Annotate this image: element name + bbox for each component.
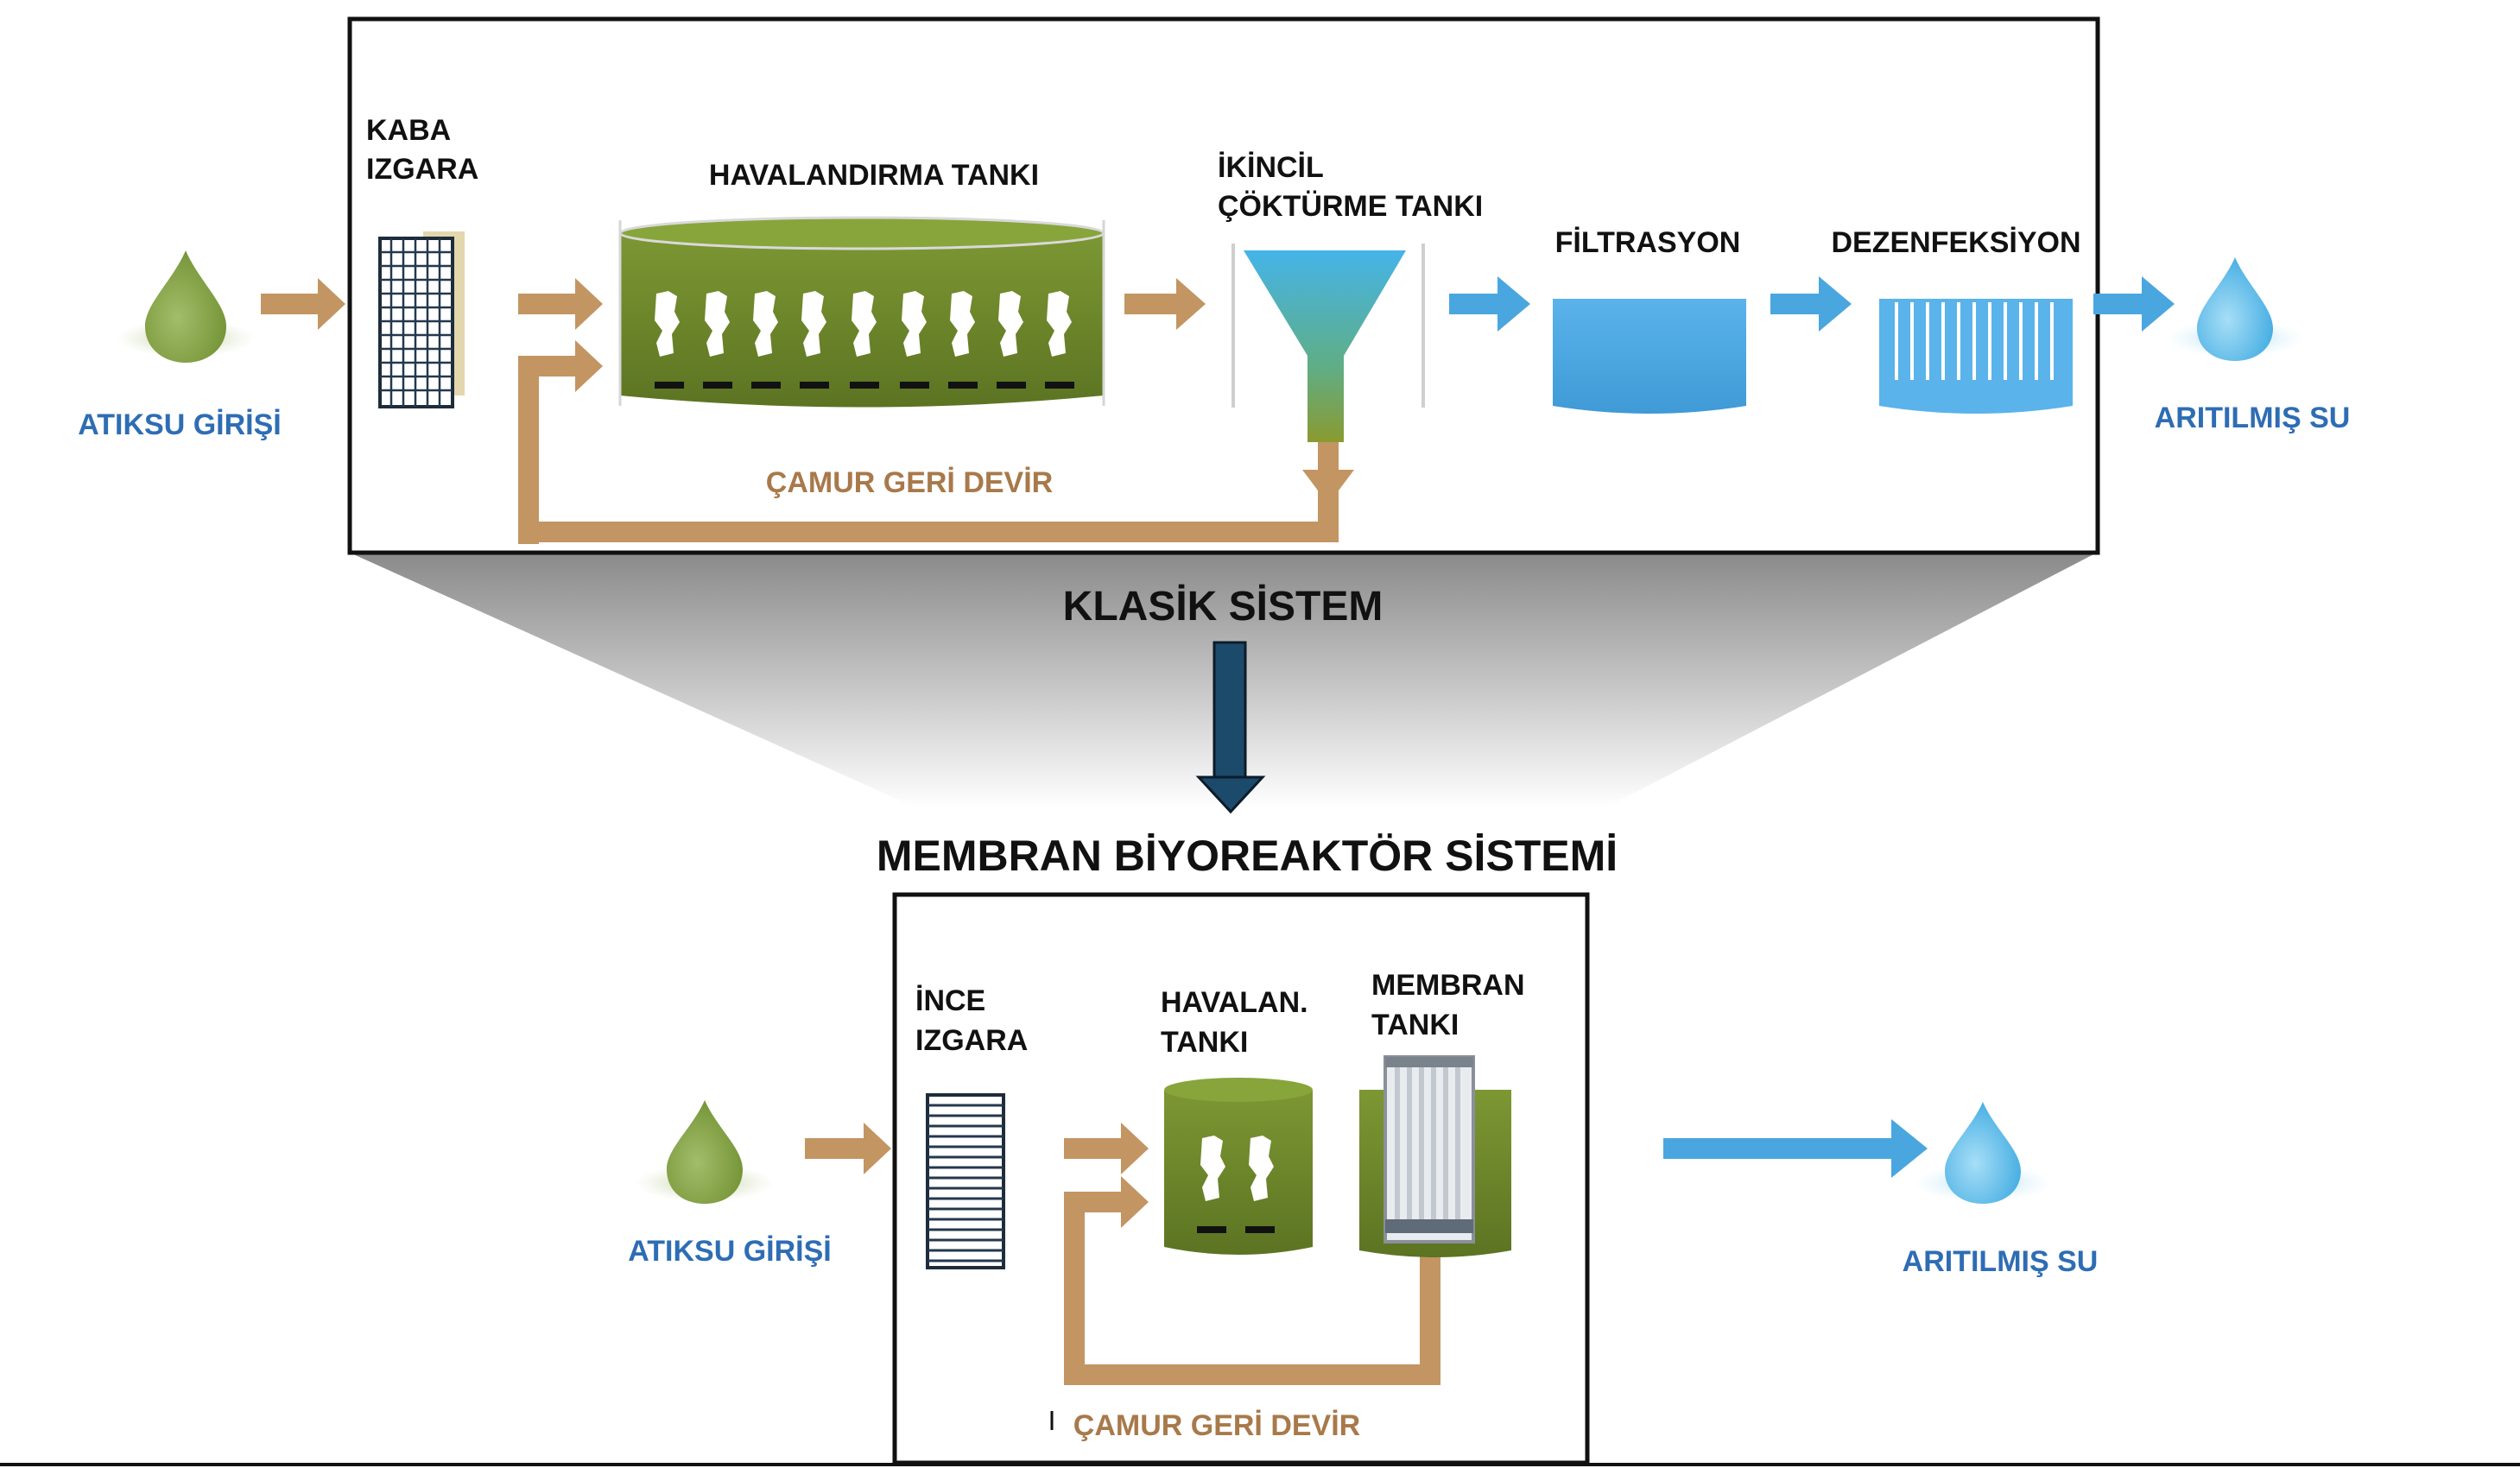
mbr-outlet-drop-icon bbox=[1914, 1102, 2052, 1204]
aeration-tank-icon bbox=[618, 216, 1105, 408]
mbr-outlet-label: ARITILMIŞ SU bbox=[1903, 1245, 2099, 1278]
mbr-outlet-arrow bbox=[1663, 1119, 1928, 1178]
classic-aeration-feed-arrow bbox=[518, 278, 603, 330]
mbr-aeration-tank-label: HAVALAN. TANKI bbox=[1161, 986, 1316, 1059]
classic-system: ATIKSU GİRİŞİ KABA IZGARA bbox=[78, 16, 2351, 555]
membrane-tank-icon bbox=[1359, 1055, 1511, 1257]
mbr-inlet-arrow bbox=[805, 1123, 891, 1174]
filtration-tank-icon bbox=[1553, 299, 1746, 414]
mbr-aeration-feed-arrow bbox=[1064, 1123, 1149, 1174]
classic-clarifier-feed-arrow bbox=[1124, 278, 1206, 330]
filtration-label: FİLTRASYON bbox=[1555, 226, 1741, 259]
classic-inlet-arrow bbox=[261, 278, 345, 330]
mbr-system: ATIKSU GİRİŞİ İNCE IZGARA bbox=[628, 892, 2099, 1465]
classic-filtration-feed-arrow bbox=[1449, 276, 1530, 332]
mbr-sludge-return-arrow bbox=[1064, 1176, 1440, 1385]
classic-disinfection-feed-arrow bbox=[1770, 276, 1852, 332]
classic-inlet-label: ATIKSU GİRİŞİ bbox=[78, 408, 282, 441]
mbr-aeration-tank-icon bbox=[1164, 1078, 1313, 1255]
classic-system-frame bbox=[347, 16, 2100, 555]
classic-outlet-label: ARITILMIŞ SU bbox=[2155, 402, 2351, 434]
mbr-system-title: MEMBRAN BİYOREAKTÖR SİSTEMİ bbox=[877, 832, 1618, 880]
treated-water-outlet-drop-icon bbox=[2166, 257, 2304, 361]
wastewater-inlet-drop-icon bbox=[117, 250, 255, 363]
fine-screen-label: İNCE IZGARA bbox=[915, 984, 1028, 1057]
classic-system-title: KLASİK SİSTEM bbox=[1063, 584, 1383, 630]
aeration-tank-label: HAVALANDIRMA TANKI bbox=[709, 159, 1039, 192]
coarse-screen-icon bbox=[378, 231, 465, 408]
classic-sludge-return-label: ÇAMUR GERİ DEVİR bbox=[766, 466, 1053, 499]
mbr-inlet-label: ATIKSU GİRİŞİ bbox=[628, 1235, 832, 1268]
disinfection-tank-icon bbox=[1879, 299, 2073, 414]
membrane-tank-label: MEMBRAN TANKI bbox=[1371, 969, 1533, 1041]
coarse-screen-label: KABA IZGARA bbox=[366, 114, 478, 186]
mbr-inlet-drop-icon bbox=[636, 1100, 774, 1204]
disinfection-label: DEZENFEKSİYON bbox=[1831, 226, 2080, 259]
classic-outlet-arrow bbox=[2093, 276, 2175, 332]
classic-sludge-return-arrow bbox=[518, 340, 1354, 544]
fine-screen-icon bbox=[926, 1093, 1005, 1269]
mbr-sludge-return-label: ÇAMUR GERİ DEVİR bbox=[1073, 1409, 1360, 1442]
secondary-clarifier-icon bbox=[1232, 244, 1425, 442]
transition-down-arrow bbox=[1195, 641, 1266, 814]
secondary-clarifier-label: İKİNCİL ÇÖKTÜRME TANKI bbox=[1218, 151, 1483, 223]
